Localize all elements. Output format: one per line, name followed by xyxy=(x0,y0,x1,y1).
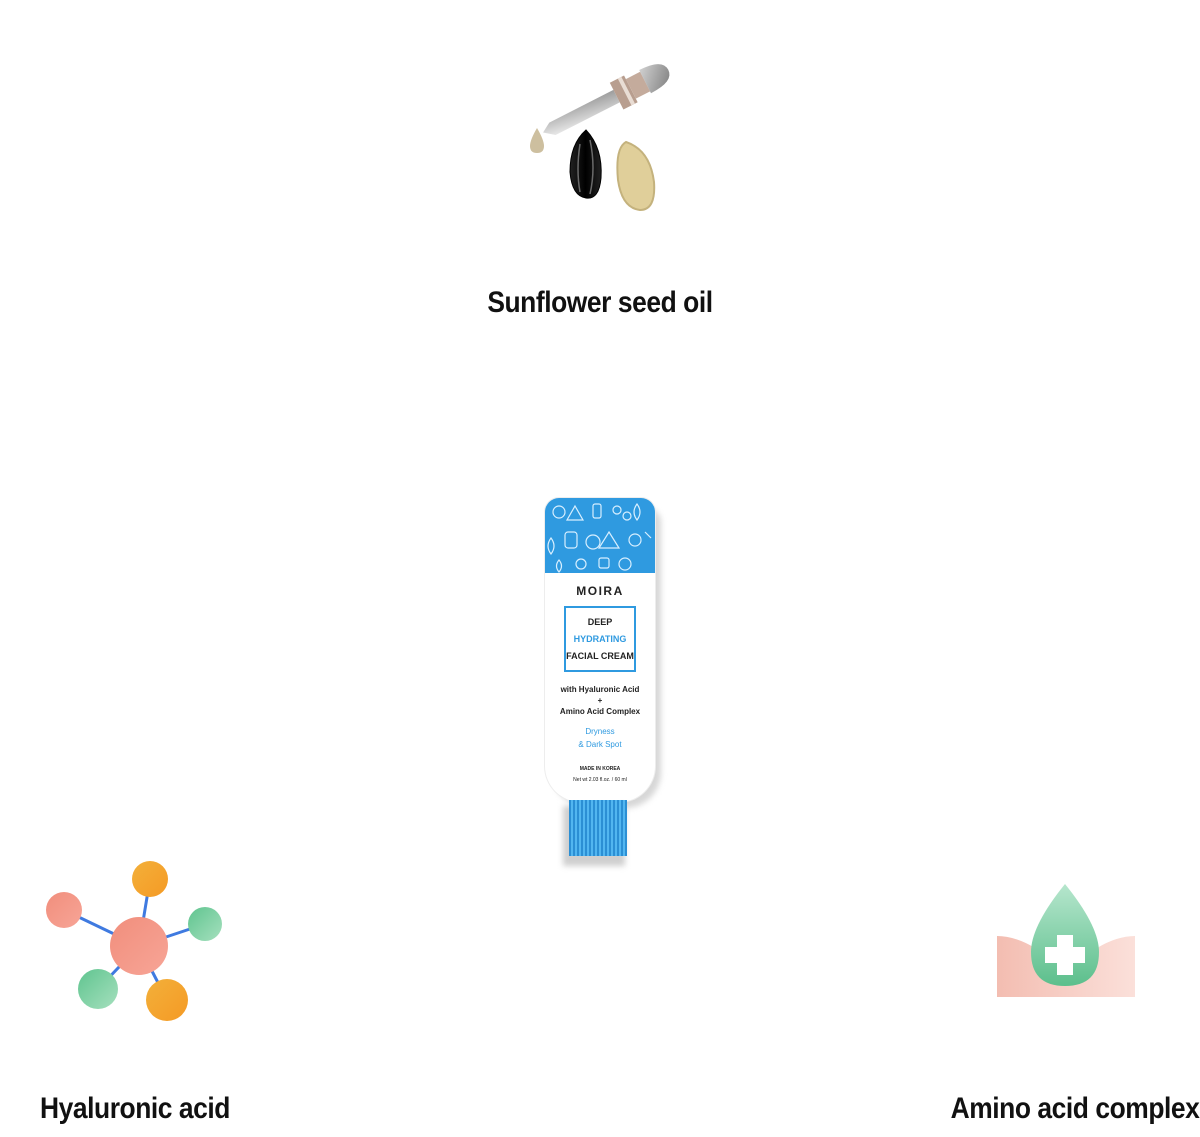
product-plus: + xyxy=(597,696,603,705)
molecule-icon xyxy=(46,861,222,1021)
product-benefit-1: Dryness xyxy=(585,727,615,736)
product-line-2: HYDRATING xyxy=(573,634,627,644)
product-name-box: DEEP HYDRATING FACIAL CREAM xyxy=(564,606,636,672)
product-tube: MOIRA DEEP HYDRATING FACIAL CREAM with H… xyxy=(545,498,655,802)
drop-plus-icon xyxy=(997,884,1135,997)
lab-pattern-icon xyxy=(547,502,652,573)
ingredient-label-sunflower: Sunflower seed oil xyxy=(487,286,713,319)
tube-cap xyxy=(569,800,627,856)
dropper-seeds-icon xyxy=(530,64,670,212)
ingredient-label-hyaluronic: Hyaluronic acid xyxy=(40,1092,230,1125)
product-with-2: Amino Acid Complex xyxy=(559,707,641,716)
product-line-1: DEEP xyxy=(587,617,613,627)
product-brand: MOIRA xyxy=(576,584,624,598)
ingredient-label-amino: Amino acid complex xyxy=(950,1092,1200,1125)
product-with-1: with Hyaluronic Acid xyxy=(560,685,640,694)
tube-pattern-band xyxy=(545,498,655,573)
product-benefit-2: & Dark Spot xyxy=(578,740,622,749)
product-net-weight: Net wt 2.03 fl.oz. / 60 ml xyxy=(573,777,627,783)
product-line-3: FACIAL CREAM xyxy=(566,651,634,661)
product-origin: MADE IN KOREA xyxy=(579,766,621,772)
